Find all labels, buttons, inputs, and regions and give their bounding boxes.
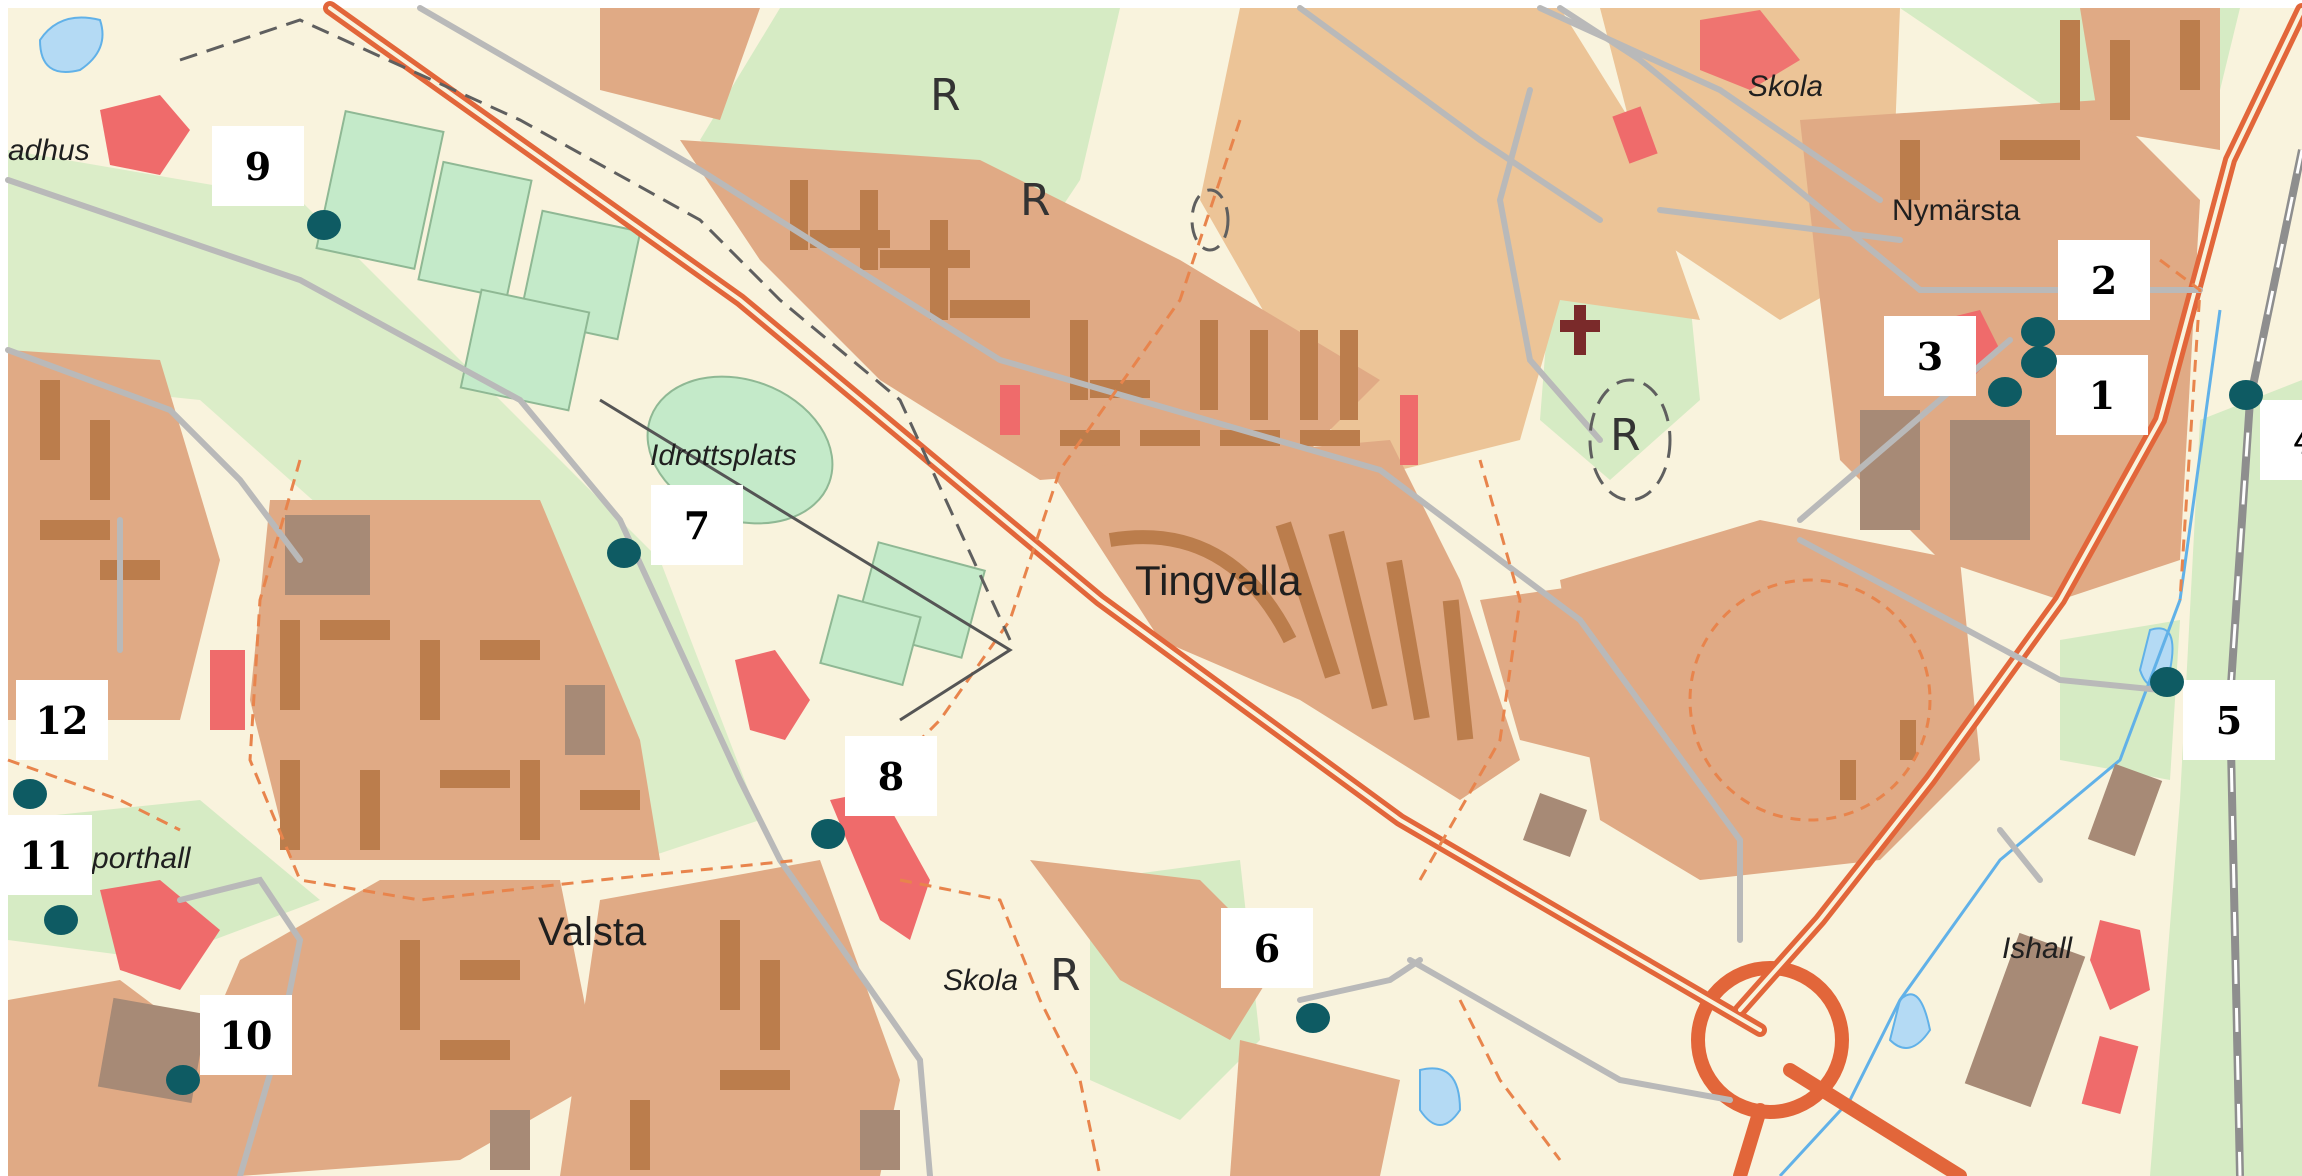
marker-label-10: 10 — [200, 995, 292, 1075]
marker-dot-8[interactable] — [811, 819, 845, 849]
marker-label-8: 8 — [845, 736, 937, 816]
place-label-tingvalla: Tingvalla — [1135, 557, 1302, 604]
marker-dot-5[interactable] — [2150, 667, 2184, 697]
marker-label-6: 6 — [1221, 908, 1313, 988]
place-label-skola-north: Skola — [1748, 70, 1823, 103]
marker-label-11: 11 — [0, 815, 92, 895]
place-label-radhus: adhus — [8, 134, 90, 167]
cliff-outlines — [179, 18, 1672, 641]
marker-dot-9[interactable] — [307, 210, 341, 240]
public-buildings — [100, 10, 2150, 1114]
marker-label-3: 3 — [1884, 316, 1976, 396]
place-label-skola-south: Skola — [943, 964, 1018, 997]
footpaths — [7, 119, 2202, 1176]
railway — [2225, 149, 2302, 1176]
marker-label-12: 12 — [16, 680, 108, 760]
marker-dot-10[interactable] — [166, 1065, 200, 1095]
marker-label-4: 4 — [2260, 400, 2302, 480]
marker-dot-2[interactable] — [2021, 317, 2055, 347]
place-label-idrottsplats: Idrottsplats — [650, 439, 797, 472]
svg-text:R: R — [1050, 950, 1081, 1001]
marker-dot-4[interactable] — [2229, 380, 2263, 410]
svg-text:R: R — [1020, 175, 1051, 226]
marker-label-1: 1 — [2056, 355, 2148, 435]
minor-roads — [5, 5, 2203, 1176]
place-label-ishall: Ishall — [2002, 932, 2073, 965]
marker-dot-3[interactable] — [1988, 377, 2022, 407]
marker-dot-11[interactable] — [44, 905, 78, 935]
marker-label-5: 5 — [2183, 680, 2275, 760]
svg-text:R: R — [930, 70, 961, 121]
marker-dot-2b[interactable] — [2023, 346, 2057, 376]
buildings — [40, 20, 2200, 1170]
svg-text:R: R — [1610, 410, 1641, 461]
major-roads-center — [328, 6, 2302, 1032]
marker-dot-12[interactable] — [13, 779, 47, 809]
marker-dot-7[interactable] — [607, 538, 641, 568]
fence-outlines — [599, 398, 1013, 722]
rock-markers: R R R R — [930, 70, 1641, 1001]
marker-dot-6[interactable] — [1296, 1003, 1330, 1033]
place-label-valsta: Valsta — [538, 910, 647, 954]
marker-label-7: 7 — [651, 485, 743, 565]
marker-label-9: 9 — [212, 126, 304, 206]
sports-fields — [315, 109, 986, 687]
church-icon — [1560, 305, 1600, 355]
marker-label-2: 2 — [2058, 240, 2150, 320]
place-label-nymarsta: Nymärsta — [1892, 194, 2021, 227]
